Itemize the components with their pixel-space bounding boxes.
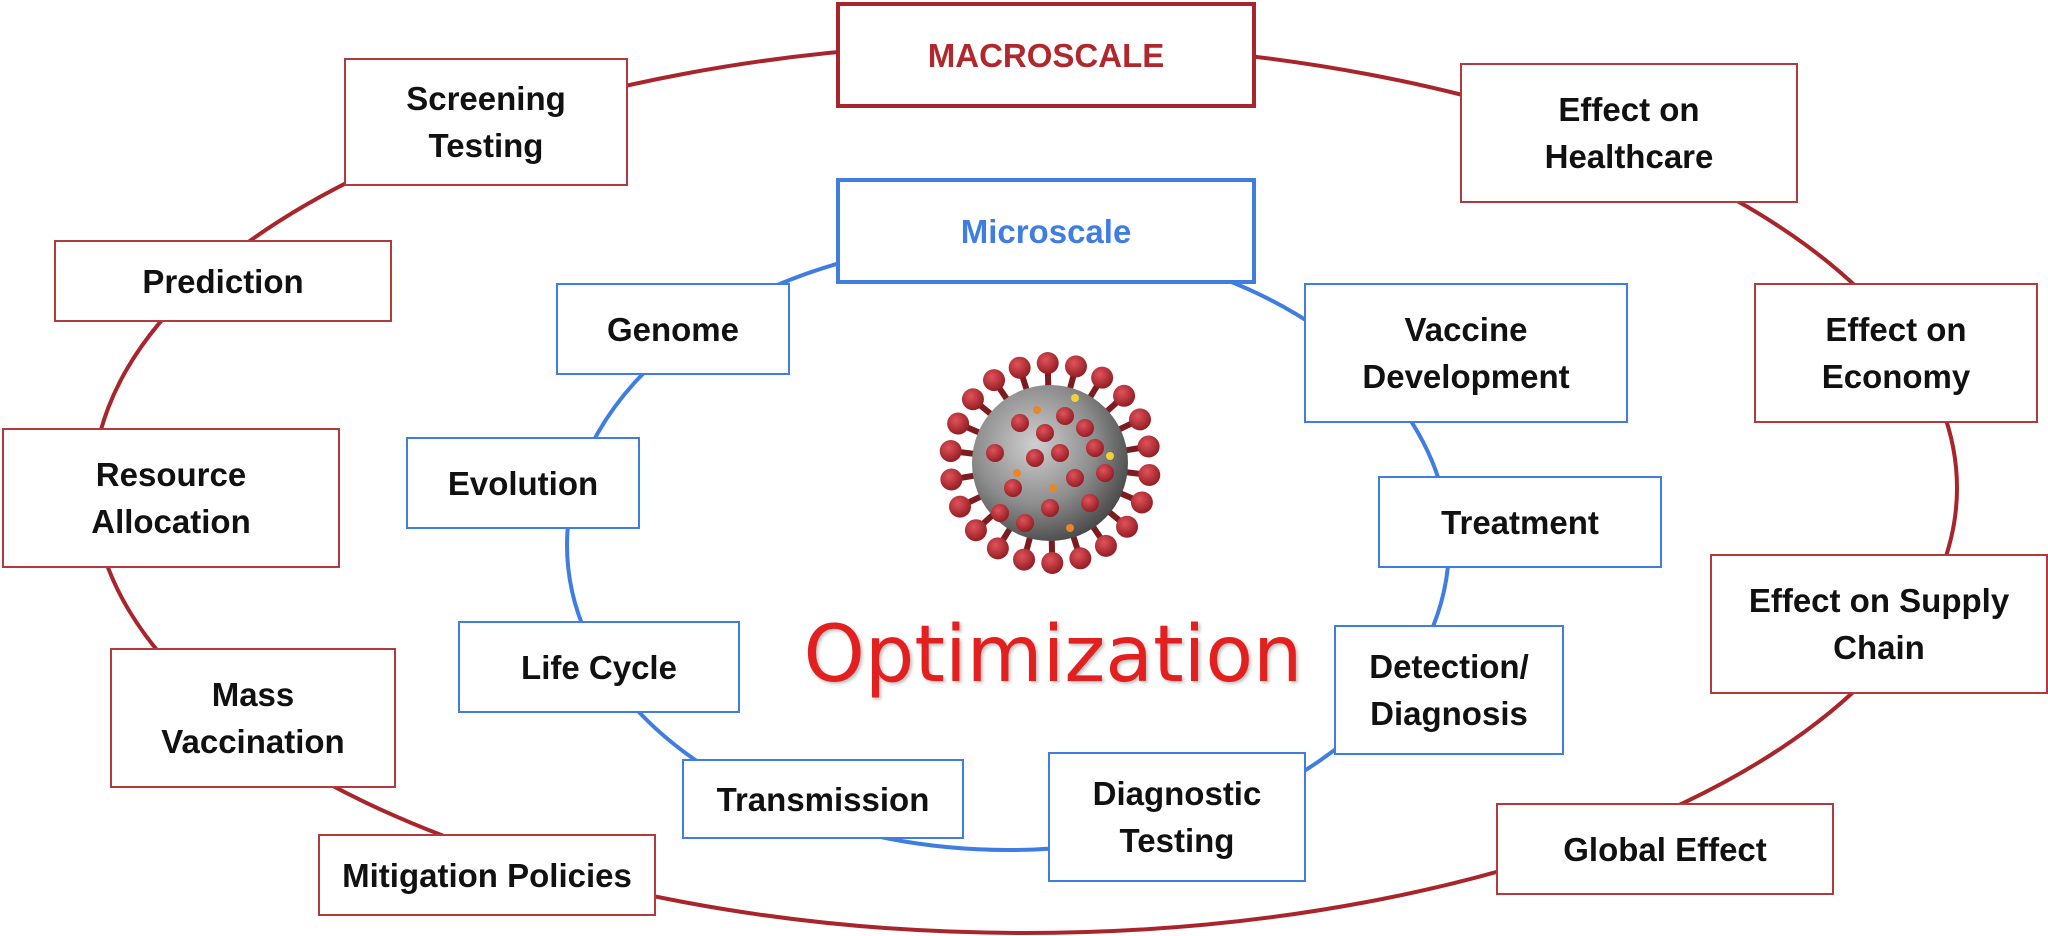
virus-spike-head [939, 440, 962, 463]
virus-spike [1026, 449, 1044, 467]
macro-item-effect-on-supply-chain: Effect on Supply Chain [1710, 554, 2048, 694]
virus-spike [1051, 444, 1069, 462]
virus-spike [1056, 407, 1074, 425]
virus-spike [1036, 424, 1054, 442]
virus-spike-head [1130, 491, 1153, 514]
virus-spike-head [1064, 355, 1087, 378]
virus-spike-head [961, 388, 984, 411]
macro-item-screening-testing: Screening Testing [344, 58, 628, 186]
virus-protein [1106, 452, 1114, 460]
virus-spike-head [949, 495, 972, 518]
virus-spike-head [1094, 534, 1117, 557]
micro-item-evolution: Evolution [406, 437, 640, 529]
virus-spike [1081, 494, 1099, 512]
micro-item-life-cycle: Life Cycle [458, 621, 740, 713]
virus-protein [1033, 406, 1041, 414]
virus-spike [991, 504, 1009, 522]
micro-item-genome: Genome [556, 283, 790, 375]
virus-spike-head [1128, 408, 1151, 431]
macro-item-mass-vaccination: Mass Vaccination [110, 648, 396, 788]
virus-spike-head [1036, 352, 1059, 375]
micro-item-detection-diagnosis: Detection/ Diagnosis [1334, 625, 1564, 755]
micro-item-vaccine-development: Vaccine Development [1304, 283, 1628, 423]
virus-spike-head [1091, 366, 1114, 389]
virus-spike [1076, 419, 1094, 437]
micro-item-transmission: Transmission [682, 759, 964, 839]
virus-protein [1049, 484, 1057, 492]
virus-spike-head [940, 468, 963, 491]
virus-spike-head [1137, 435, 1160, 458]
virus-spike-head [1113, 384, 1136, 407]
virus-spike [1016, 514, 1034, 532]
virus-spike-head [1116, 515, 1139, 538]
virus-spike-head [1013, 548, 1036, 571]
virus-spike-head [1069, 547, 1092, 570]
virus-spike [1066, 469, 1084, 487]
micro-item-treatment: Treatment [1378, 476, 1662, 568]
virus-spike-head [1138, 463, 1161, 486]
virus-spike [1041, 499, 1059, 517]
virus-spike [986, 444, 1004, 462]
virus-spike-head [1041, 551, 1064, 574]
macro-item-effect-on-economy: Effect on Economy [1754, 283, 2038, 423]
virus-spike-head [986, 537, 1009, 560]
microscale-title: Microscale [836, 178, 1256, 284]
macro-item-resource-allocation: Resource Allocation [2, 428, 340, 568]
optimization-title: Optimization [803, 610, 1303, 700]
virus-spike-head [947, 412, 970, 435]
macroscale-title: MACROSCALE [836, 2, 1256, 108]
virus-spike-head [983, 369, 1006, 392]
macro-item-effect-on-healthcare: Effect on Healthcare [1460, 63, 1798, 203]
virus-spike [1011, 414, 1029, 432]
virus-spike-head [964, 519, 987, 542]
macro-item-prediction: Prediction [54, 240, 392, 322]
virus-protein [1071, 394, 1079, 402]
virus-spike [1004, 479, 1022, 497]
virus-spike [1086, 439, 1104, 457]
micro-item-diagnostic-testing: Diagnostic Testing [1048, 752, 1306, 882]
macro-item-global-effect: Global Effect [1496, 803, 1834, 895]
virus-spike [1096, 464, 1114, 482]
virus-spike-head [1008, 356, 1031, 379]
virus-protein [1066, 524, 1074, 532]
virus-protein [1013, 469, 1021, 477]
coronavirus-icon [939, 352, 1161, 574]
macro-item-mitigation-policies: Mitigation Policies [318, 834, 656, 916]
